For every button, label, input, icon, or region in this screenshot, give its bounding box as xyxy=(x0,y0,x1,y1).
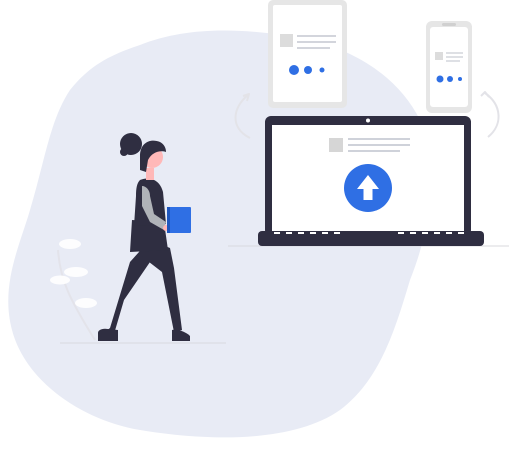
upload-arrow-icon[interactable] xyxy=(344,164,392,212)
tablet-device xyxy=(268,0,347,108)
plant-illustration xyxy=(50,239,97,341)
person-illustration xyxy=(98,133,191,341)
sync-arrow-icon xyxy=(234,91,500,139)
phone-device xyxy=(426,21,472,113)
